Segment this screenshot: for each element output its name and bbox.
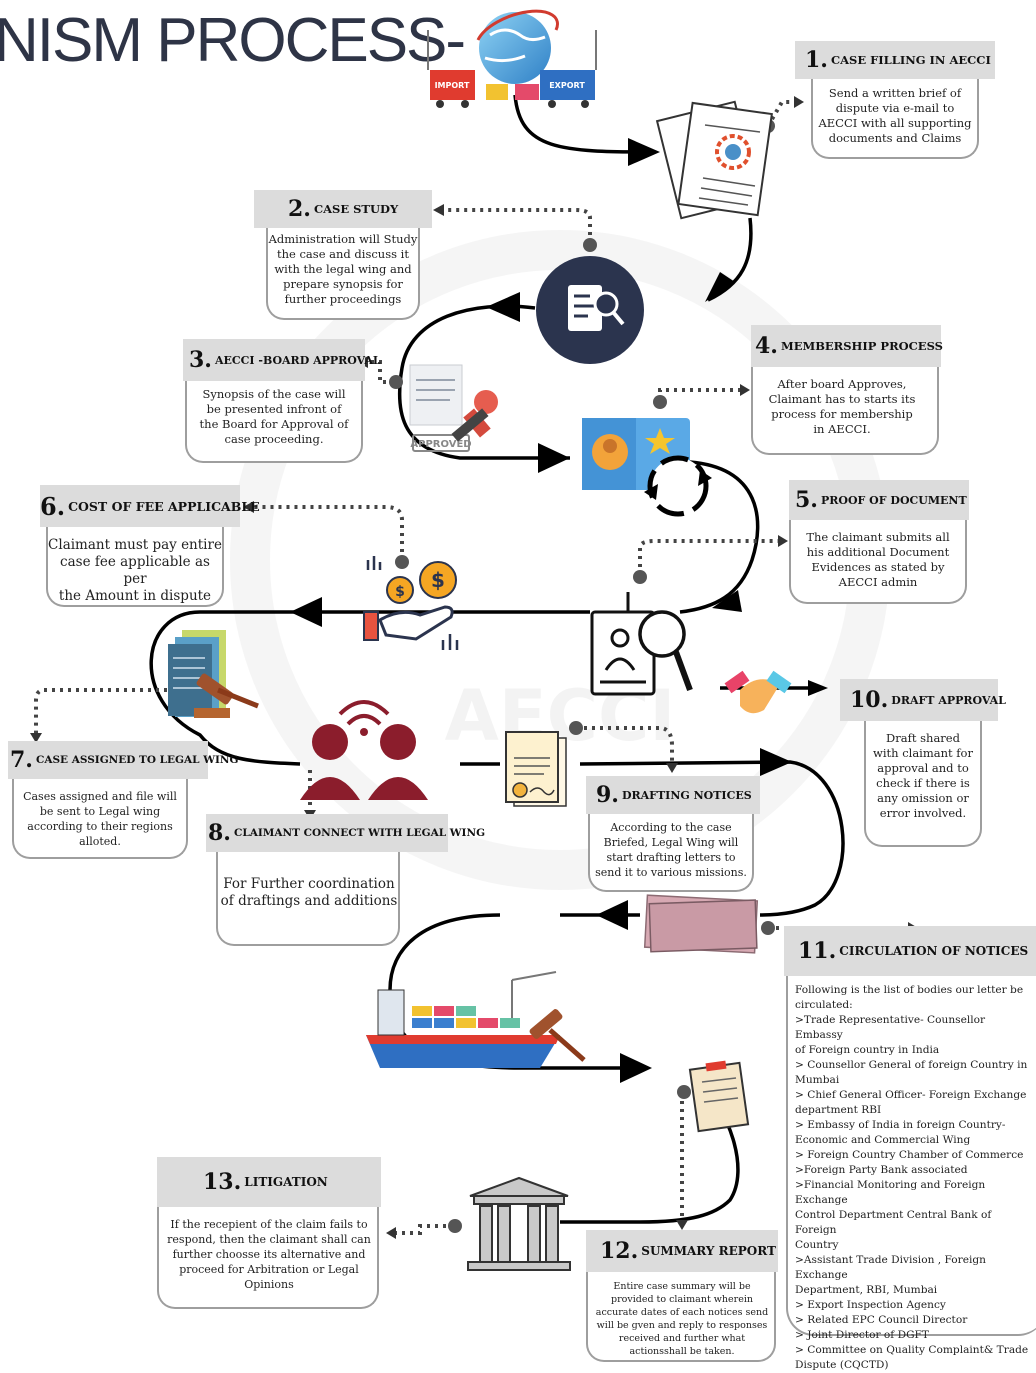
case-study-icon (536, 256, 644, 364)
step-11-circulation-of-notices: 11. CIRCULATION OF NOTICES Following is … (784, 926, 1036, 1371)
step-title: PROOF OF DOCUMENT (820, 493, 967, 507)
documents-icon (655, 100, 773, 220)
step-5-proof-of-document: 5. PROOF OF DOCUMENT The claimant submit… (789, 480, 969, 604)
proof-document-icon (590, 592, 693, 696)
step-number: 13. (203, 1169, 242, 1195)
step-1-case-filling: 1. CASE FILLING IN AECCI Send a written … (795, 41, 995, 159)
step-8-claimant-connect: 8. CLAIMANT CONNECT WITH LEGAL WING For … (206, 814, 485, 946)
step-7-case-assigned: 7. CASE ASSIGNED TO LEGAL WING Cases ass… (8, 741, 238, 859)
step-number: 4. (755, 333, 778, 359)
step-9-drafting-notices: 9. DRAFTING NOTICES According to the cas… (586, 776, 760, 892)
page-title: NISM PROCESS- (0, 6, 466, 75)
step-title: CASE STUDY (313, 202, 399, 216)
step-description: Following is the list of bodies our lett… (795, 984, 1029, 1371)
legal-files-gavel-icon (168, 630, 259, 718)
cargo-ship-icon (366, 971, 586, 1068)
step-title: LITIGATION (244, 1175, 328, 1189)
step-number: 1. (805, 47, 828, 73)
step-number: 12. (600, 1238, 639, 1264)
import-label: IMPORT (435, 81, 470, 90)
step-number: 10. (850, 687, 889, 713)
flow-arrowheads (290, 138, 828, 1083)
step-title: CIRCULATION OF NOTICES (839, 944, 1029, 958)
import-export-globe-icon: IMPORT EXPORT (427, 9, 597, 108)
step-description: After board Approves,Claimant has to sta… (768, 377, 916, 436)
step-number: 6. (40, 491, 66, 521)
claimant-connect-icon (300, 700, 428, 800)
step-title: CASE FILLING IN AECCI (830, 53, 991, 67)
step-title: MEMBERSHIP PROCESS (780, 339, 943, 353)
step-number: 9. (596, 782, 619, 808)
summary-report-icon (688, 1060, 750, 1133)
step-13-litigation: 13. LITIGATION If the recepient of the c… (157, 1157, 381, 1309)
step-title: CLAIMANT CONNECT WITH LEGAL WING (233, 827, 486, 839)
step-title: AECCI -BOARD APPROVAL (214, 353, 381, 367)
step-number: 7. (10, 747, 33, 773)
step-3-board-approval: 3. AECCI -BOARD APPROVAL Synopsis of the… (183, 339, 381, 463)
step-number: 5. (795, 487, 818, 513)
membership-card-icon (582, 418, 712, 517)
step-title: COST OF FEE APPLICABLE (68, 498, 260, 514)
step-title: DRAFT APPROVAL (891, 693, 1006, 707)
step-title: DRAFTING NOTICES (621, 788, 752, 802)
step-title: CASE ASSIGNED TO LEGAL WING (35, 754, 239, 766)
step-number: 11. (798, 938, 837, 964)
approved-stamp-icon: APPROVED (409, 364, 498, 452)
svg-text:$: $ (431, 568, 445, 592)
step-12-summary-report: 12. SUMMARY REPORT Entire case summary w… (586, 1230, 778, 1362)
drafting-contract-icon (505, 731, 567, 807)
svg-text:$: $ (395, 584, 405, 600)
step-title: SUMMARY REPORT (641, 1244, 776, 1258)
step-number: 3. (189, 347, 212, 373)
fee-payment-icon: $ $ (363, 556, 459, 650)
court-building-icon (467, 1176, 571, 1271)
step-6-cost-of-fee: 6. COST OF FEE APPLICABLE Claimant must … (40, 485, 260, 607)
notices-stack-icon (643, 894, 759, 954)
step-number: 8. (208, 820, 231, 846)
export-label: EXPORT (549, 81, 585, 90)
step-number: 2. (288, 196, 311, 222)
step-4-membership: 4. MEMBERSHIP PROCESS After board Approv… (751, 325, 943, 455)
handshake-icon (724, 670, 792, 714)
connector-arrowheads (30, 96, 918, 1239)
approved-label: APPROVED (410, 439, 471, 450)
